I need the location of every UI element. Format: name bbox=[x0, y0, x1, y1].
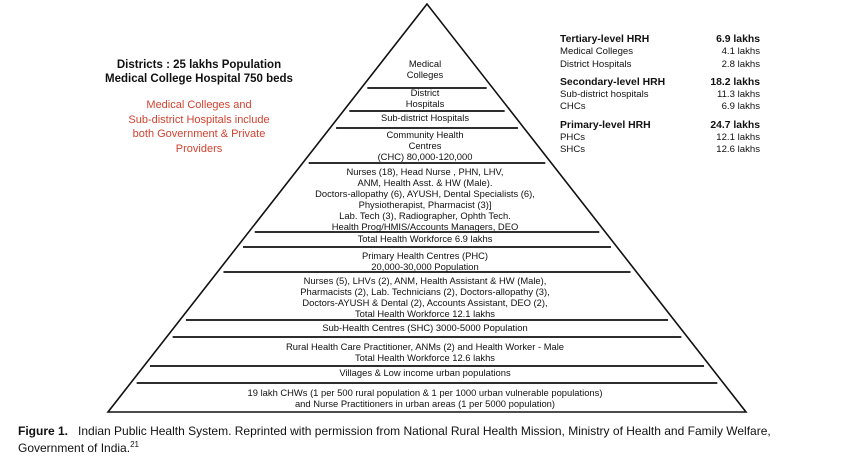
level-chc-workforce: Nurses (18), Head Nurse , PHN, LHV,ANM, … bbox=[0, 166, 850, 232]
level-line: Health Prog/HMIS/Accounts Managers, DEO bbox=[331, 221, 519, 232]
hrh-item-label: CHCs bbox=[560, 101, 586, 113]
figure-label: Figure 1. bbox=[18, 424, 69, 438]
level-line: Total Health Workforce 6.9 lakhs bbox=[357, 233, 493, 244]
level-line: 19 lakh CHWs (1 per 500 rural population… bbox=[247, 387, 603, 398]
hrh-item-label: Sub-district hospitals bbox=[560, 89, 649, 101]
hrh-item-label: PHCs bbox=[560, 132, 586, 144]
pyramid-outline bbox=[106, 2, 748, 413]
hrh-item-value: 6.9 lakhs bbox=[721, 101, 760, 113]
hrh-header-row: Secondary-level HRH 18.2 lakhs bbox=[560, 77, 760, 89]
level-line: Pharmacists (2), Lab. Technicians (2), D… bbox=[300, 286, 550, 297]
providers-note: Medical Colleges and Sub-district Hospit… bbox=[86, 98, 312, 156]
hrh-item-label: SHCs bbox=[560, 144, 586, 156]
level-line: ANM, Health Asst. & HW (Male). bbox=[357, 177, 493, 188]
level-phc-workforce: Nurses (5), LHVs (2), ANM, Health Assist… bbox=[0, 275, 850, 319]
level-line: Lab. Tech (3), Radiographer, Ophth Tech. bbox=[339, 210, 511, 221]
level-line: Centres bbox=[408, 140, 442, 151]
hrh-item-value: 4.1 lakhs bbox=[721, 46, 760, 58]
level-chc-total: Total Health Workforce 6.9 lakhs bbox=[0, 233, 850, 244]
level-line: Villages & Low income urban populations bbox=[339, 367, 511, 378]
level-line: (CHC) 80,000-120,000 bbox=[377, 151, 473, 162]
hrh-total: 18.2 lakhs bbox=[710, 76, 760, 88]
level-dividers bbox=[136, 87, 718, 384]
hrh-total: 24.7 lakhs bbox=[710, 119, 760, 131]
hrh-item-label: Medical Colleges bbox=[560, 46, 634, 58]
level-sub-district-hospitals: Sub-district Hospitals bbox=[0, 112, 850, 123]
hrh-secondary: Secondary-level HRH 18.2 lakhs Sub-distr… bbox=[560, 77, 760, 114]
hrh-item: SHCs 12.6 lakhs bbox=[560, 144, 760, 156]
level-line: Sub-district Hospitals bbox=[380, 112, 470, 123]
hrh-primary: Primary-level HRH 24.7 lakhs PHCs 12.1 l… bbox=[560, 120, 760, 157]
level-line: Community Health bbox=[386, 129, 464, 140]
level-line: Primary Health Centres (PHC) bbox=[361, 250, 489, 261]
level-line: Physiotherapist, Pharmacist (3)] bbox=[358, 199, 492, 210]
level-line: Colleges bbox=[406, 69, 444, 80]
level-line: Doctors-AYUSH & Dental (2), Accounts Ass… bbox=[302, 297, 548, 308]
level-chws: 19 lakh CHWs (1 per 500 rural population… bbox=[0, 387, 850, 409]
providers-line: both Government & Private bbox=[132, 128, 266, 140]
hrh-header-row: Primary-level HRH 24.7 lakhs bbox=[560, 120, 760, 132]
hrh-item: District Hospitals 2.8 lakhs bbox=[560, 59, 760, 71]
providers-line: Medical Colleges and bbox=[146, 99, 252, 111]
hrh-item: CHCs 6.9 lakhs bbox=[560, 101, 760, 113]
hrh-item-value: 11.3 lakhs bbox=[716, 89, 760, 101]
hrh-header-row: Tertiary-level HRH 6.9 lakhs bbox=[560, 34, 760, 46]
level-line: Total Health Workforce 12.6 lakhs bbox=[355, 352, 495, 363]
level-villages: Villages & Low income urban populations bbox=[0, 367, 850, 378]
level-line: Medical bbox=[408, 58, 442, 69]
level-line: and Nurse Practitioners in urban areas (… bbox=[294, 398, 556, 409]
level-line: Nurses (5), LHVs (2), ANM, Health Assist… bbox=[303, 275, 547, 286]
districts-population: Districts : 25 lakhs Population bbox=[116, 59, 282, 71]
level-shc: Sub-Health Centres (SHC) 3000-5000 Popul… bbox=[0, 322, 850, 333]
level-shc-workforce: Rural Health Care Practitioner, ANMs (2)… bbox=[0, 341, 850, 363]
level-line: Nurses (18), Head Nurse , PHN, LHV, bbox=[346, 166, 504, 177]
level-line: Sub-Health Centres (SHC) 3000-5000 Popul… bbox=[322, 322, 528, 333]
hrh-item: PHCs 12.1 lakhs bbox=[560, 132, 760, 144]
reference-number: 21 bbox=[130, 440, 139, 449]
hrh-title: Secondary-level HRH bbox=[560, 76, 666, 88]
hrh-tertiary: Tertiary-level HRH 6.9 lakhs Medical Col… bbox=[560, 34, 760, 71]
caption-text: Indian Public Health System. Reprinted w… bbox=[18, 424, 771, 455]
providers-line: Sub-district Hospitals include bbox=[128, 113, 270, 126]
hrh-total: 6.9 lakhs bbox=[716, 34, 760, 45]
hrh-item-label: District Hospitals bbox=[560, 58, 632, 70]
district-note: Districts : 25 lakhs Population Medical … bbox=[86, 58, 312, 156]
level-line: Hospitals bbox=[405, 98, 445, 109]
hrh-item: Sub-district hospitals 11.3 lakhs bbox=[560, 89, 760, 101]
medical-college-beds: Medical College Hospital 750 beds bbox=[105, 73, 293, 85]
level-line: 20,000-30,000 Population bbox=[371, 261, 479, 272]
hrh-item-value: 2.8 lakhs bbox=[721, 58, 760, 70]
hrh-summary: Tertiary-level HRH 6.9 lakhs Medical Col… bbox=[560, 34, 760, 163]
level-phc: Primary Health Centres (PHC)20,000-30,00… bbox=[0, 250, 850, 272]
level-line: Doctors-allopathy (6), AYUSH, Dental Spe… bbox=[315, 188, 535, 199]
hrh-item: Medical Colleges 4.1 lakhs bbox=[560, 46, 760, 58]
level-line: Total Health Workforce 12.1 lakhs bbox=[355, 308, 495, 319]
hrh-item-value: 12.6 lakhs bbox=[716, 144, 760, 156]
providers-line: Providers bbox=[175, 142, 223, 155]
figure-caption: Figure 1.Indian Public Health System. Re… bbox=[18, 424, 838, 455]
hrh-title: Tertiary-level HRH bbox=[560, 34, 650, 45]
level-line: Rural Health Care Practitioner, ANMs (2)… bbox=[285, 341, 565, 352]
hrh-title: Primary-level HRH bbox=[560, 119, 651, 131]
level-line: District bbox=[410, 87, 440, 98]
hrh-item-value: 12.1 lakhs bbox=[716, 132, 760, 144]
